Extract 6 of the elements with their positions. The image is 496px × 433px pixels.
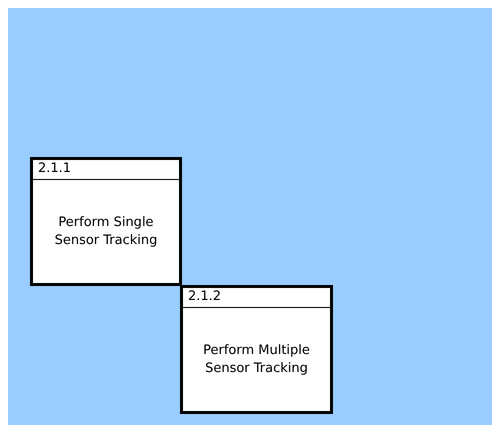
box-number: 2.1.1 <box>33 160 179 180</box>
process-label: Perform Single Sensor Tracking <box>54 214 158 250</box>
process-box <box>30 157 182 286</box>
process-label: Perform Multiple Sensor Tracking <box>202 342 311 378</box>
box-number: 2.1.2 <box>183 288 330 308</box>
process-box <box>180 285 333 414</box>
